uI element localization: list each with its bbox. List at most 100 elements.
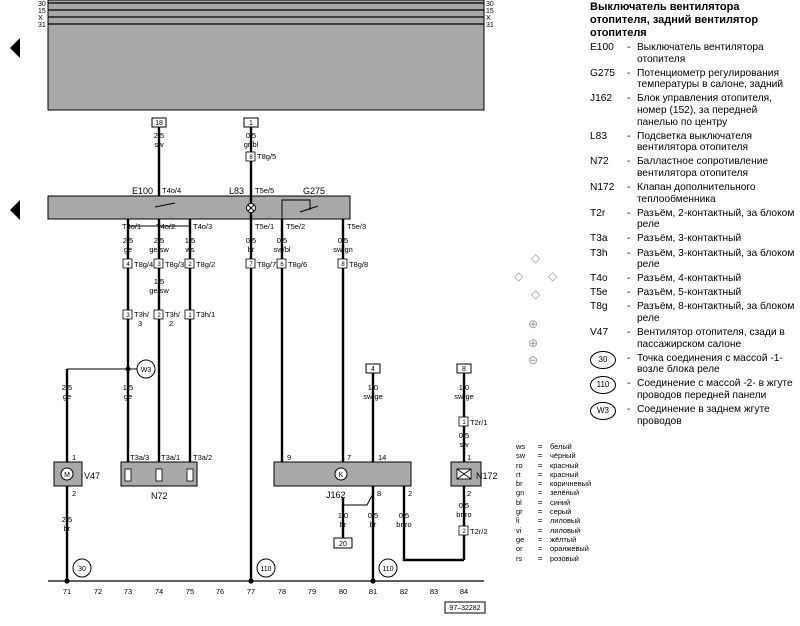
svg-text:2: 2 [462, 529, 466, 535]
color-key-row: ro=красный [516, 460, 579, 470]
svg-text:8: 8 [249, 155, 253, 161]
legend-item: 110-Соединение с массой -2- в жгуте пров… [590, 376, 796, 402]
label-v47: V47 [84, 471, 100, 481]
svg-text:ge: ge [124, 392, 132, 401]
label-j162: J162 [326, 490, 346, 500]
svg-text:4: 4 [126, 262, 130, 268]
legend-code: V47 [590, 327, 609, 339]
legend-item: V47-Вентилятор отопителя, сзади в пассаж… [590, 327, 796, 350]
svg-text:T3h/1: T3h/1 [196, 310, 215, 319]
svg-text:73: 73 [124, 587, 132, 596]
svg-text:1: 1 [462, 420, 466, 426]
switch-block [47, 195, 351, 220]
svg-text:sw: sw [459, 440, 469, 449]
svg-text:2: 2 [157, 313, 161, 319]
svg-text:T5e/3: T5e/3 [347, 222, 366, 231]
svg-text:T3h/: T3h/ [134, 310, 150, 319]
color-key-row: br=коричневый [516, 479, 592, 489]
svg-text:T8g/2: T8g/2 [196, 260, 215, 269]
legend-item: T3a-Разъём, 3-контактный [590, 233, 796, 245]
svg-text:0,5: 0,5 [246, 131, 256, 140]
legend-code: N172 [590, 182, 615, 194]
legend-desc: Разъём, 3-контактный [637, 233, 742, 245]
legend-desc: Соединение с массой -2- в жгуте проводов… [637, 378, 793, 402]
color-key-row: bl=синий [516, 497, 571, 507]
svg-text:T2r/2: T2r/2 [470, 527, 488, 536]
color-key-row: rs=розовый [516, 553, 579, 563]
prev-page-icon[interactable] [10, 38, 20, 58]
track-numbers: 71 72 73 74 75 76 77 78 79 80 81 82 83 8… [63, 587, 468, 596]
legend-desc: Блок управления отопителя, номер (152), … [637, 93, 773, 128]
legend-item: T5e-Разъём, 5-контактный [590, 287, 796, 299]
relay-k-label: K [339, 472, 344, 479]
legend-code: T4o [590, 273, 608, 285]
label-e100: E100 [132, 186, 153, 196]
svg-text:9: 9 [287, 453, 291, 462]
zoom-out-icon[interactable]: ⊖ [528, 353, 539, 367]
relay-k-icon [334, 467, 348, 481]
legend-item: E100-Выключатель вентилятора отопителя [590, 42, 796, 65]
ground-ref-box [333, 537, 353, 549]
svg-text:T8g/5: T8g/5 [257, 152, 276, 161]
svg-text:0,5: 0,5 [368, 511, 378, 520]
svg-text:20: 20 [339, 541, 347, 548]
motor-icon [60, 467, 74, 481]
legend-item: T8g-Разъём, 8-контактный, за блоком реле [590, 301, 795, 324]
svg-text:gr/bl: gr/bl [244, 140, 259, 149]
svg-text:sw/gn: sw/gn [333, 245, 353, 254]
lamp-l83-symbol [246, 203, 256, 213]
resistor-icons [124, 468, 194, 482]
valve-icon [456, 468, 472, 480]
rail-label: 15 [38, 8, 46, 15]
legend-item: T4o-Разъём, 4-контактный [590, 273, 796, 285]
svg-text:3: 3 [138, 319, 142, 328]
prev-section-icon[interactable] [10, 200, 20, 220]
svg-text:T3a/1: T3a/1 [161, 453, 180, 462]
legend-item: 30-Точка соединения с массой -1- возле б… [590, 350, 796, 376]
color-key-row: gn=зелёный [516, 488, 580, 498]
rail-label: X [38, 15, 43, 22]
rail-label: 15 [486, 8, 494, 15]
svg-text:T2r/1: T2r/1 [470, 418, 488, 427]
svg-text:2: 2 [467, 489, 471, 498]
legend-desc: Вентилятор отопителя, сзади в пассажирск… [637, 327, 785, 350]
connector-labels: T8g/5 T4o/1 T4o/2 T4o/3 T4o/4 T5e/1 T5e/… [122, 152, 488, 536]
legend-desc: Балластное сопротивление вентилятора ото… [637, 156, 769, 179]
svg-text:7: 7 [249, 262, 253, 268]
color-key-row: gr=серый [516, 507, 572, 517]
legend-title: Выключатель вентилятора отопителя, задни… [590, 1, 759, 39]
rail-label: 30 [38, 1, 46, 8]
rail-label: 31 [486, 22, 494, 29]
legend-item: W3-Соединение в заднем жгуте проводов [590, 402, 796, 427]
svg-text:T4o/2: T4o/2 [156, 222, 175, 231]
color-key-row: ws=белый [516, 442, 572, 451]
svg-text:110: 110 [260, 566, 271, 573]
wire-labels: 2,5sw 0,5gr/bl 2,5ge 2,5ge/sw 1,5ws 1,5g… [62, 131, 474, 533]
color-key-row: rt=красный [516, 469, 579, 479]
legend-item: N72-Балластное сопротивление вентилятора… [590, 156, 796, 179]
pan-down-icon[interactable]: ◇ [531, 287, 541, 301]
pan-up-icon[interactable]: ◇ [531, 251, 541, 265]
svg-text:1: 1 [467, 453, 471, 462]
svg-text:ge: ge [124, 245, 132, 254]
legend-item: T3h-Разъём, 3-контактный, за блоком реле [590, 247, 795, 271]
zoom-in-icon[interactable]: ⊕ [528, 317, 539, 331]
svg-text:2,5: 2,5 [62, 383, 72, 392]
pan-right-icon[interactable]: ◇ [548, 269, 558, 283]
legend-code: W3 [590, 402, 627, 427]
pan-left-icon[interactable]: ◇ [514, 269, 524, 283]
rail-labels: 30 15 X 31 30 15 X 31 [38, 1, 494, 29]
svg-text:br: br [64, 524, 71, 533]
svg-text:6: 6 [280, 262, 284, 268]
legend-code: L83 [590, 130, 607, 142]
thin-wires [67, 199, 375, 506]
svg-text:81: 81 [369, 587, 377, 596]
legend-code: 30 [590, 350, 627, 376]
svg-text:T4o/3: T4o/3 [193, 222, 212, 231]
svg-text:T3a/2: T3a/2 [193, 453, 212, 462]
fuse-label: 8 [462, 366, 466, 373]
svg-text:T8g/3: T8g/3 [165, 260, 184, 269]
zoom-reset-icon[interactable]: ⊕ [528, 336, 539, 350]
